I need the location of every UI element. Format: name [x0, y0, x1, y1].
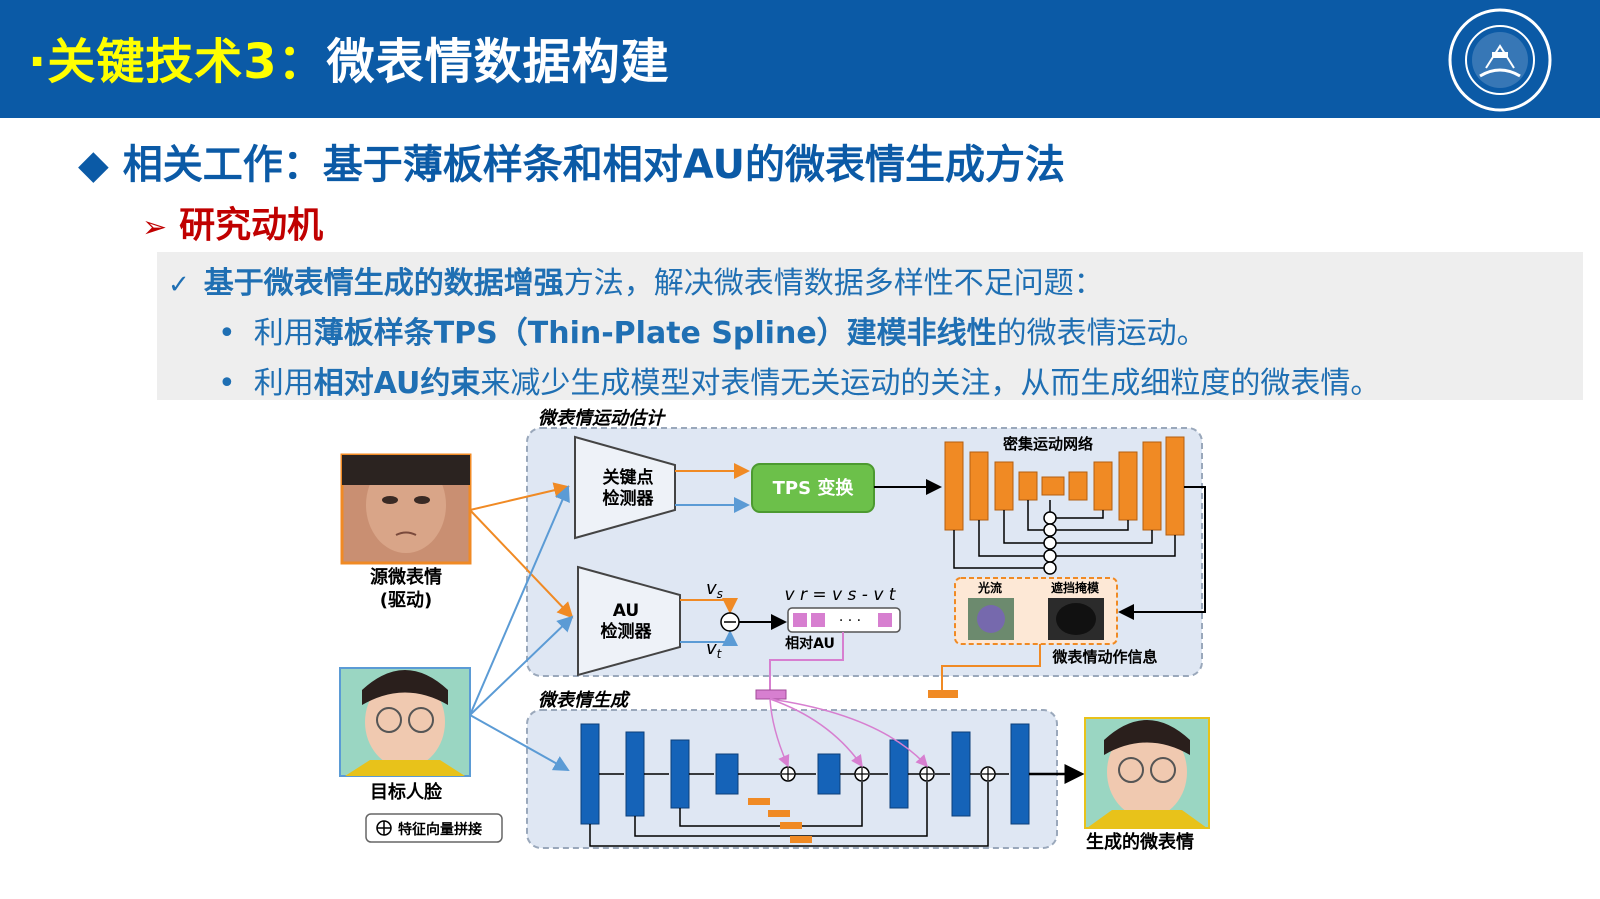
concat-nodes: [1043, 511, 1057, 575]
keypoint-detector-block: [574, 435, 676, 540]
source-face-image: [340, 453, 472, 565]
au-feature-token: [755, 689, 787, 700]
section-heading-text: 相关工作：基于薄板样条和相对AU的微表情生成方法: [122, 142, 1065, 188]
motion-panel-title: 微表情运动估计: [538, 408, 666, 429]
vs-symbol: vs: [706, 578, 723, 601]
svg-text:· · ·: · · ·: [839, 613, 861, 629]
generation-panel-title: 微表情生成: [538, 690, 631, 711]
header-bar: ·关键技术3：微表情数据构建: [0, 0, 1600, 118]
generated-face-image: [1084, 717, 1210, 829]
au-detector-block: [577, 565, 681, 677]
bullet-panel: [157, 252, 1583, 400]
subheading-text: 研究动机: [179, 205, 324, 246]
target-face-image: [339, 667, 471, 777]
target-label: 目标人脸: [370, 781, 443, 803]
dot-icon: •: [218, 316, 236, 351]
tps-label: TPS 变换: [773, 477, 855, 499]
b1-rest: 的微表情运动。: [996, 316, 1207, 351]
subheading: ➢ 研究动机: [142, 196, 323, 248]
sub-bullet-1: • 利用薄板样条TPS（Thin-Plate Spline）建模非线性的微表情运动…: [218, 308, 1207, 352]
concat-legend-label: 特征向量拼接: [398, 821, 482, 838]
main-rest-text: 方法，解决微表情数据多样性不足问题：: [563, 266, 1104, 301]
arrow-bullet-icon: ➢: [142, 210, 168, 245]
main-bullet: ✓ 基于微表情生成的数据增强方法，解决微表情数据多样性不足问题：: [168, 258, 1104, 302]
motion-tokens: [748, 798, 812, 843]
b1-bold: 薄板样条TPS（Thin-Plate Spline）建模非线性: [313, 316, 997, 351]
section-heading: ◆ 相关工作：基于薄板样条和相对AU的微表情生成方法: [78, 132, 1065, 190]
b2-bold: 相对AU约束: [313, 366, 481, 401]
dot-icon: •: [218, 366, 236, 401]
optical-flow-label: 光流: [977, 580, 1002, 595]
vt-symbol: vt: [706, 638, 723, 661]
sub-bullet-2: • 利用相对AU约束来减少生成模型对表情无关运动的关注，从而生成细粒度的微表情。: [218, 358, 1380, 402]
generated-label: 生成的微表情: [1086, 831, 1194, 853]
keypoint-label-1: 关键点: [603, 467, 654, 488]
au-label-2: 检测器: [601, 621, 653, 642]
university-seal-icon: [1448, 8, 1552, 112]
b1-pre: 利用: [253, 316, 314, 351]
source-label-1: 源微表情: [370, 566, 442, 588]
diamond-bullet-icon: ◆: [78, 142, 109, 188]
check-icon: ✓: [168, 270, 190, 300]
au-label-1: AU: [613, 601, 639, 621]
b2-pre: 利用: [253, 366, 314, 401]
concat-legend: [365, 813, 503, 843]
title-main: 微表情数据构建: [326, 34, 670, 90]
occlusion-label: 遮挡掩模: [1051, 580, 1100, 595]
relative-au-formula: v r = v s - v t: [785, 585, 897, 605]
title-prefix: ·关键技术3：: [28, 34, 327, 90]
dense-net-label: 密集运动网络: [1003, 435, 1093, 453]
motion-feature-token: [928, 690, 958, 698]
keypoint-label-2: 检测器: [603, 488, 655, 509]
slide-title: ·关键技术3：微表情数据构建: [28, 22, 670, 92]
main-bold-text: 基于微表情生成的数据增强: [203, 266, 564, 301]
motion-info-label: 微表情动作信息: [1051, 648, 1157, 666]
b2-rest: 来减少生成模型对表情无关运动的关注，从而生成细粒度的微表情。: [480, 366, 1381, 401]
relative-au-label: 相对AU: [785, 635, 835, 652]
source-label-2: (驱动): [380, 590, 432, 611]
